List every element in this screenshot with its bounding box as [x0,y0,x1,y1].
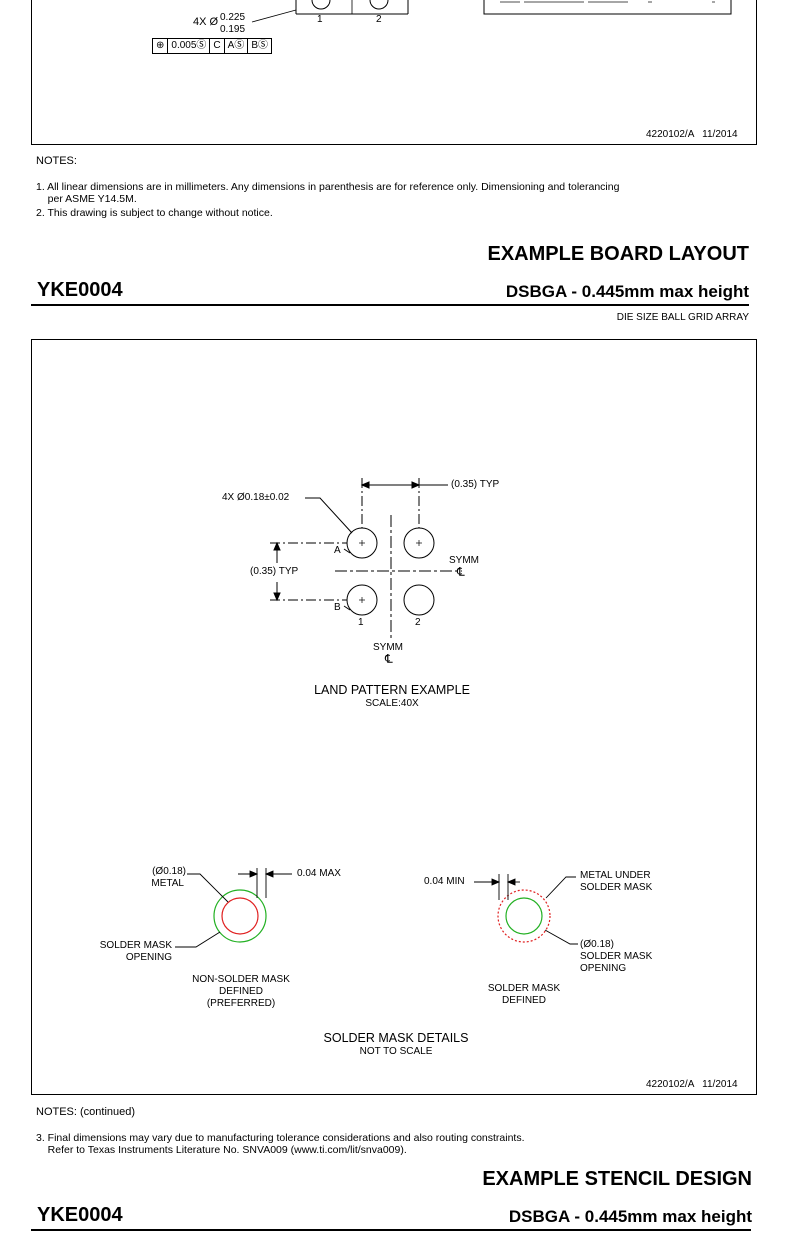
stencil-package-description: DSBGA - 0.445mm max height [508,1207,752,1226]
feature-control-frame: ⊕ 0.005Ⓢ C AⓈ BⓈ [152,38,272,54]
symm-right-label: SYMM [449,555,479,566]
smd-metal-outline [497,889,551,943]
smd-metal-under-1: METAL UNDER [580,870,651,881]
top-dim-4x: 4X Ø [193,16,219,28]
solder-mask-details-scale: NOT TO SCALE [359,1046,433,1057]
top-dim-lower: 0.195 [220,24,246,35]
fcf-datum-c: C [210,39,225,53]
nsmd-metal-pad [221,897,259,935]
pad-b2 [403,584,435,616]
top-dim-upper: 0.225 [220,12,246,23]
smd-min-label: 0.04 MIN [424,876,465,887]
package-description: DSBGA - 0.445mm max height [505,282,749,301]
top-col-1: 1 [317,14,323,25]
header-rule [31,304,749,306]
row-a-label: A [334,545,341,556]
nsmd-mask-opening [213,889,267,943]
notes-continued-heading: NOTES: (continued) [36,1106,136,1118]
top-drawing-frame [31,0,757,145]
smd-caption-1: SOLDER MASK [487,983,561,994]
nsmd-caption-3: (PREFERRED) [206,998,276,1009]
nsmd-max-label: 0.04 MAX [297,868,341,879]
note-3: 3. Final dimensions may vary due to manu… [36,1132,525,1156]
smd-dim-label: (Ø0.18) [580,939,614,950]
symm-bottom-label: SYMM [373,642,403,653]
stencil-section-title: EXAMPLE STENCIL DESIGN [482,1168,752,1190]
nsmd-caption-2: DEFINED [219,986,263,997]
nsmd-metal-label: METAL [151,878,184,889]
smd-mask-label-2: OPENING [580,963,627,974]
board-layout-frame [31,339,757,1095]
centerline-bottom-icon: ℄ [385,652,393,666]
section-title: EXAMPLE BOARD LAYOUT [487,243,749,265]
nsmd-caption-1: NON-SOLDER MASK [192,974,290,985]
top-col-2: 2 [376,14,382,25]
pitch-vertical-label: (0.35) TYP [250,566,299,577]
fcf-tolerance: 0.005Ⓢ [168,39,211,53]
land-pattern-scale: SCALE:40X [365,698,419,709]
package-subtitle: DIE SIZE BALL GRID ARRAY [616,312,749,323]
smd-caption-2: DEFINED [502,995,546,1006]
solder-mask-details-title: SOLDER MASK DETAILS [323,1031,469,1045]
land-pattern-title: LAND PATTERN EXAMPLE [314,683,470,697]
smd-metal-under-2: SOLDER MASK [580,882,653,893]
nsmd-metal-dim: (Ø0.18) [152,866,186,877]
row-b-label: B [334,602,341,613]
notes-heading: NOTES: [36,155,77,167]
col-1-label: 1 [358,617,364,628]
pad-dimension-label: 4X Ø0.18±0.02 [222,492,290,503]
fcf-datum-a: AⓈ [225,39,249,53]
smd-mask-opening [505,897,543,935]
stencil-header-rule [31,1229,751,1231]
top-doc-ref: 4220102/A 11/2014 [646,129,738,140]
fcf-datum-b: BⓈ [251,40,268,51]
nsmd-opening-label-2: OPENING [125,952,172,963]
stencil-part-number: YKE0004 [37,1204,123,1226]
position-symbol: ⊕ [153,39,169,53]
note-1: 1. All linear dimensions are in millimet… [36,181,620,205]
part-number: YKE0004 [37,279,123,301]
pitch-horizontal-label: (0.35) TYP [451,479,500,490]
centerline-right-icon: ℄ [457,565,465,579]
board-doc-ref: 4220102/A 11/2014 [646,1079,738,1090]
smd-mask-label-1: SOLDER MASK [580,951,653,962]
top-fragment-drawing [251,0,732,23]
note-2: 2. This drawing is subject to change wit… [36,207,273,219]
nsmd-opening-label-1: SOLDER MASK [99,940,172,951]
col-2-label: 2 [415,617,421,628]
